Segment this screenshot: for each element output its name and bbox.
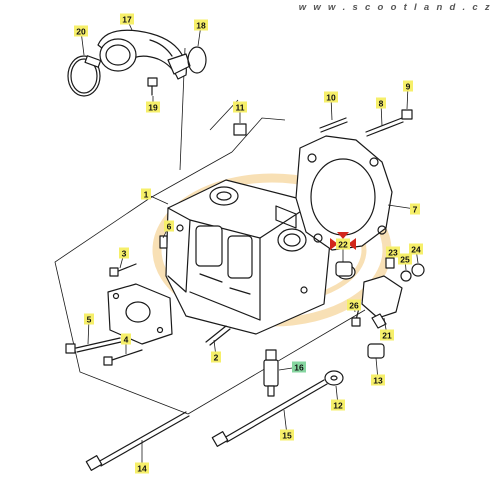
callout-4-badge bbox=[121, 333, 131, 345]
callout-9: 9 bbox=[403, 80, 413, 92]
callout-10-badge bbox=[324, 91, 338, 103]
callout-19-label: 19 bbox=[148, 103, 158, 113]
callout-19: 19 bbox=[146, 101, 160, 113]
callout-15-label: 15 bbox=[282, 431, 292, 441]
scootland-watermark: w w w . s c o o t l a n d . c z bbox=[298, 2, 492, 13]
callout-2-badge bbox=[211, 351, 221, 363]
callout-25: 25 bbox=[398, 253, 412, 265]
hose-clamp bbox=[67, 55, 102, 97]
callout-18-badge bbox=[194, 19, 208, 31]
callout-14: 14 bbox=[135, 462, 149, 474]
callout-7: 7 bbox=[410, 203, 420, 215]
cylinder-head bbox=[165, 179, 331, 335]
callout-3-label: 3 bbox=[122, 249, 127, 259]
o-ring bbox=[187, 46, 207, 74]
callout-13-badge bbox=[371, 374, 385, 386]
callout-3-badge bbox=[119, 247, 129, 259]
callout-26-badge bbox=[347, 299, 361, 311]
callout-6-label: 6 bbox=[167, 222, 172, 232]
callout-22-badge bbox=[336, 238, 350, 250]
callout-15: 15 bbox=[280, 429, 294, 441]
item-22-arrows bbox=[330, 232, 356, 250]
callout-10: 10 bbox=[324, 91, 338, 103]
callout-17-badge bbox=[120, 13, 134, 25]
callout-24: 24 bbox=[409, 243, 423, 255]
callout-1-label: 1 bbox=[144, 190, 149, 200]
callout-24-label: 24 bbox=[411, 245, 421, 255]
callout-6: 6 bbox=[164, 220, 174, 232]
callout-23-badge bbox=[386, 246, 400, 258]
callout-1: 1 bbox=[141, 188, 151, 200]
callout-17-label: 17 bbox=[122, 15, 132, 25]
callout-6-badge bbox=[164, 220, 174, 232]
callout-20-badge bbox=[74, 25, 88, 37]
callout-20: 20 bbox=[74, 25, 88, 37]
callout-5-label: 5 bbox=[87, 315, 92, 325]
callout-11-label: 11 bbox=[236, 103, 245, 113]
callout-15-badge bbox=[280, 429, 294, 441]
callout-11-badge bbox=[233, 101, 247, 113]
callout-18-label: 18 bbox=[196, 21, 206, 31]
callout-22-label: 22 bbox=[338, 240, 348, 250]
callout-14-label: 14 bbox=[137, 464, 147, 474]
callout-2-label: 2 bbox=[214, 353, 219, 363]
callout-16-label: 16 bbox=[294, 363, 304, 373]
manifold-bolt bbox=[147, 77, 158, 96]
callout-8-label: 8 bbox=[379, 99, 384, 109]
red-arrow-3 bbox=[337, 232, 349, 239]
callout-8-badge bbox=[376, 97, 386, 109]
callout-23-label: 23 bbox=[388, 248, 398, 258]
callout-21: 21 bbox=[380, 329, 394, 341]
callout-4: 4 bbox=[121, 333, 131, 345]
side-cover bbox=[107, 283, 173, 345]
callout-11: 11 bbox=[233, 101, 247, 113]
callout-25-label: 25 bbox=[400, 255, 410, 265]
callout-16: 16 bbox=[292, 361, 306, 373]
callout-13: 13 bbox=[371, 374, 385, 386]
callout-13-label: 13 bbox=[373, 376, 383, 386]
callout-26-label: 26 bbox=[349, 301, 359, 311]
callout-26: 26 bbox=[347, 299, 361, 311]
callout-21-badge bbox=[380, 329, 394, 341]
callout-25-badge bbox=[398, 253, 412, 265]
callout-17: 17 bbox=[120, 13, 134, 25]
intake-manifold bbox=[97, 29, 191, 80]
callout-7-badge bbox=[410, 203, 420, 215]
callout-7-label: 7 bbox=[413, 205, 418, 215]
callout-23: 23 bbox=[386, 246, 400, 258]
hardware bbox=[65, 109, 425, 471]
callout-14-badge bbox=[135, 462, 149, 474]
callout-20-label: 20 bbox=[76, 27, 86, 37]
callout-12: 12 bbox=[331, 399, 345, 411]
callout-18: 18 bbox=[194, 19, 208, 31]
callout-19-badge bbox=[146, 101, 160, 113]
callout-5-badge bbox=[84, 313, 94, 325]
red-arrow-2 bbox=[348, 238, 356, 250]
callout-2: 2 bbox=[211, 351, 221, 363]
callout-3: 3 bbox=[119, 247, 129, 259]
callout-12-label: 12 bbox=[333, 401, 343, 411]
callout-10-label: 10 bbox=[326, 93, 336, 103]
callout-1-badge bbox=[141, 188, 151, 200]
callout-9-badge bbox=[403, 80, 413, 92]
callout-5: 5 bbox=[84, 313, 94, 325]
red-arrow-1 bbox=[330, 238, 338, 250]
callout-4-label: 4 bbox=[124, 335, 129, 345]
callout-16-badge bbox=[292, 361, 306, 373]
callout-8: 8 bbox=[376, 97, 386, 109]
callout-22: 22 bbox=[336, 238, 350, 250]
callout-9-label: 9 bbox=[406, 82, 411, 92]
callout-21-label: 21 bbox=[382, 331, 392, 341]
callout-12-badge bbox=[331, 399, 345, 411]
callout-24-badge bbox=[409, 243, 423, 255]
